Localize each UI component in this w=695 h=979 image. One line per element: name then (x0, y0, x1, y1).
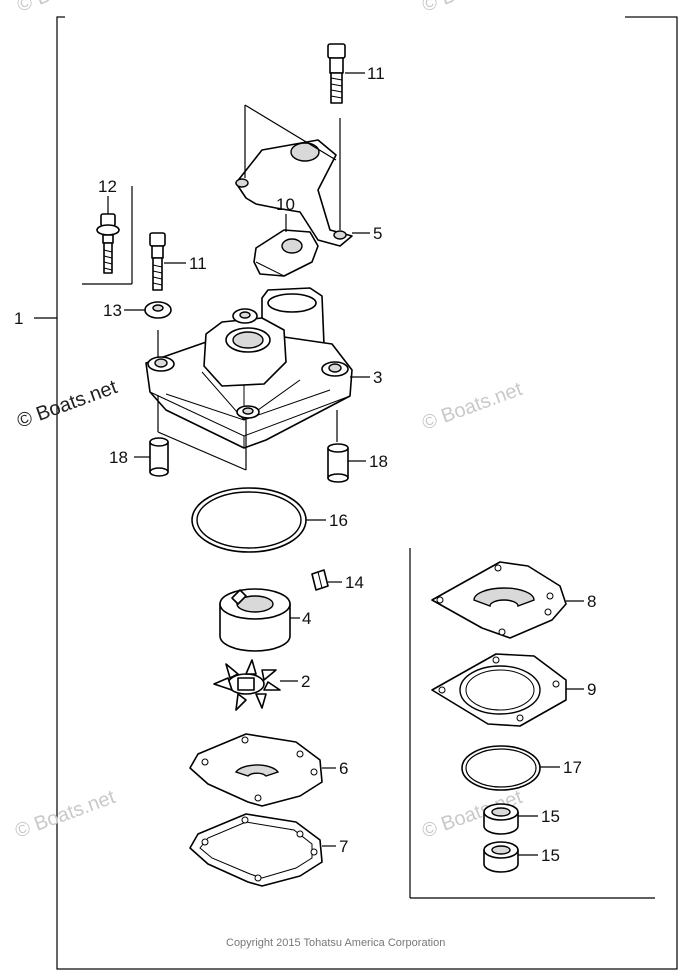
part-label-6: 6 (339, 759, 348, 778)
part-label-5: 5 (373, 224, 382, 243)
liner-4 (219, 588, 291, 652)
plate-8 (431, 561, 567, 639)
part-label-10: 10 (276, 195, 295, 214)
part-label-13: 13 (103, 301, 122, 320)
part-label-11: 11 (367, 64, 385, 83)
watermark-main: © Boats.net (14, 376, 120, 433)
frame-top-gap (65, 14, 625, 20)
bolt-12 (96, 213, 120, 274)
dowel-18-right (327, 443, 349, 483)
plate-6 (189, 733, 323, 807)
part-label-12: 12 (98, 177, 117, 196)
part-label-11: 11 (189, 254, 207, 273)
part-label-3: 3 (373, 368, 382, 387)
copyright-notice: Copyright 2015 Tohatsu America Corporati… (226, 937, 445, 949)
impeller-2 (213, 659, 281, 711)
bracket-5 (235, 139, 353, 247)
watermark-faint: © Boats.net (12, 786, 118, 843)
part-label-8: 8 (587, 592, 596, 611)
bolt-11-side (149, 232, 166, 291)
part-label-15: 15 (541, 846, 560, 865)
seal-15-upper (483, 803, 519, 835)
o-ring-17 (461, 745, 541, 791)
bolt-11-top (327, 43, 346, 104)
part-label-4: 4 (302, 609, 311, 628)
seal-15-lower (483, 841, 519, 873)
pump-housing-3 (145, 287, 353, 449)
diagram-frame (56, 16, 678, 970)
washer-13 (144, 301, 172, 319)
grommet-10 (253, 229, 319, 277)
key-14 (311, 569, 329, 591)
part-label-16: 16 (329, 511, 348, 530)
part-label-1: 1 (14, 309, 23, 328)
part-label-15: 15 (541, 807, 560, 826)
o-ring-16 (191, 487, 307, 553)
part-label-7: 7 (339, 837, 348, 856)
part-label-18: 18 (109, 448, 128, 467)
dowel-18-left (149, 437, 169, 477)
watermark-faint: © Boats.net (419, 378, 525, 435)
part-label-14: 14 (345, 573, 364, 592)
part-label-9: 9 (587, 680, 596, 699)
gasket-plate-9 (431, 653, 567, 727)
part-label-18: 18 (369, 452, 388, 471)
part-label-2: 2 (301, 672, 310, 691)
part-label-17: 17 (563, 758, 582, 777)
gasket-7 (189, 813, 323, 887)
